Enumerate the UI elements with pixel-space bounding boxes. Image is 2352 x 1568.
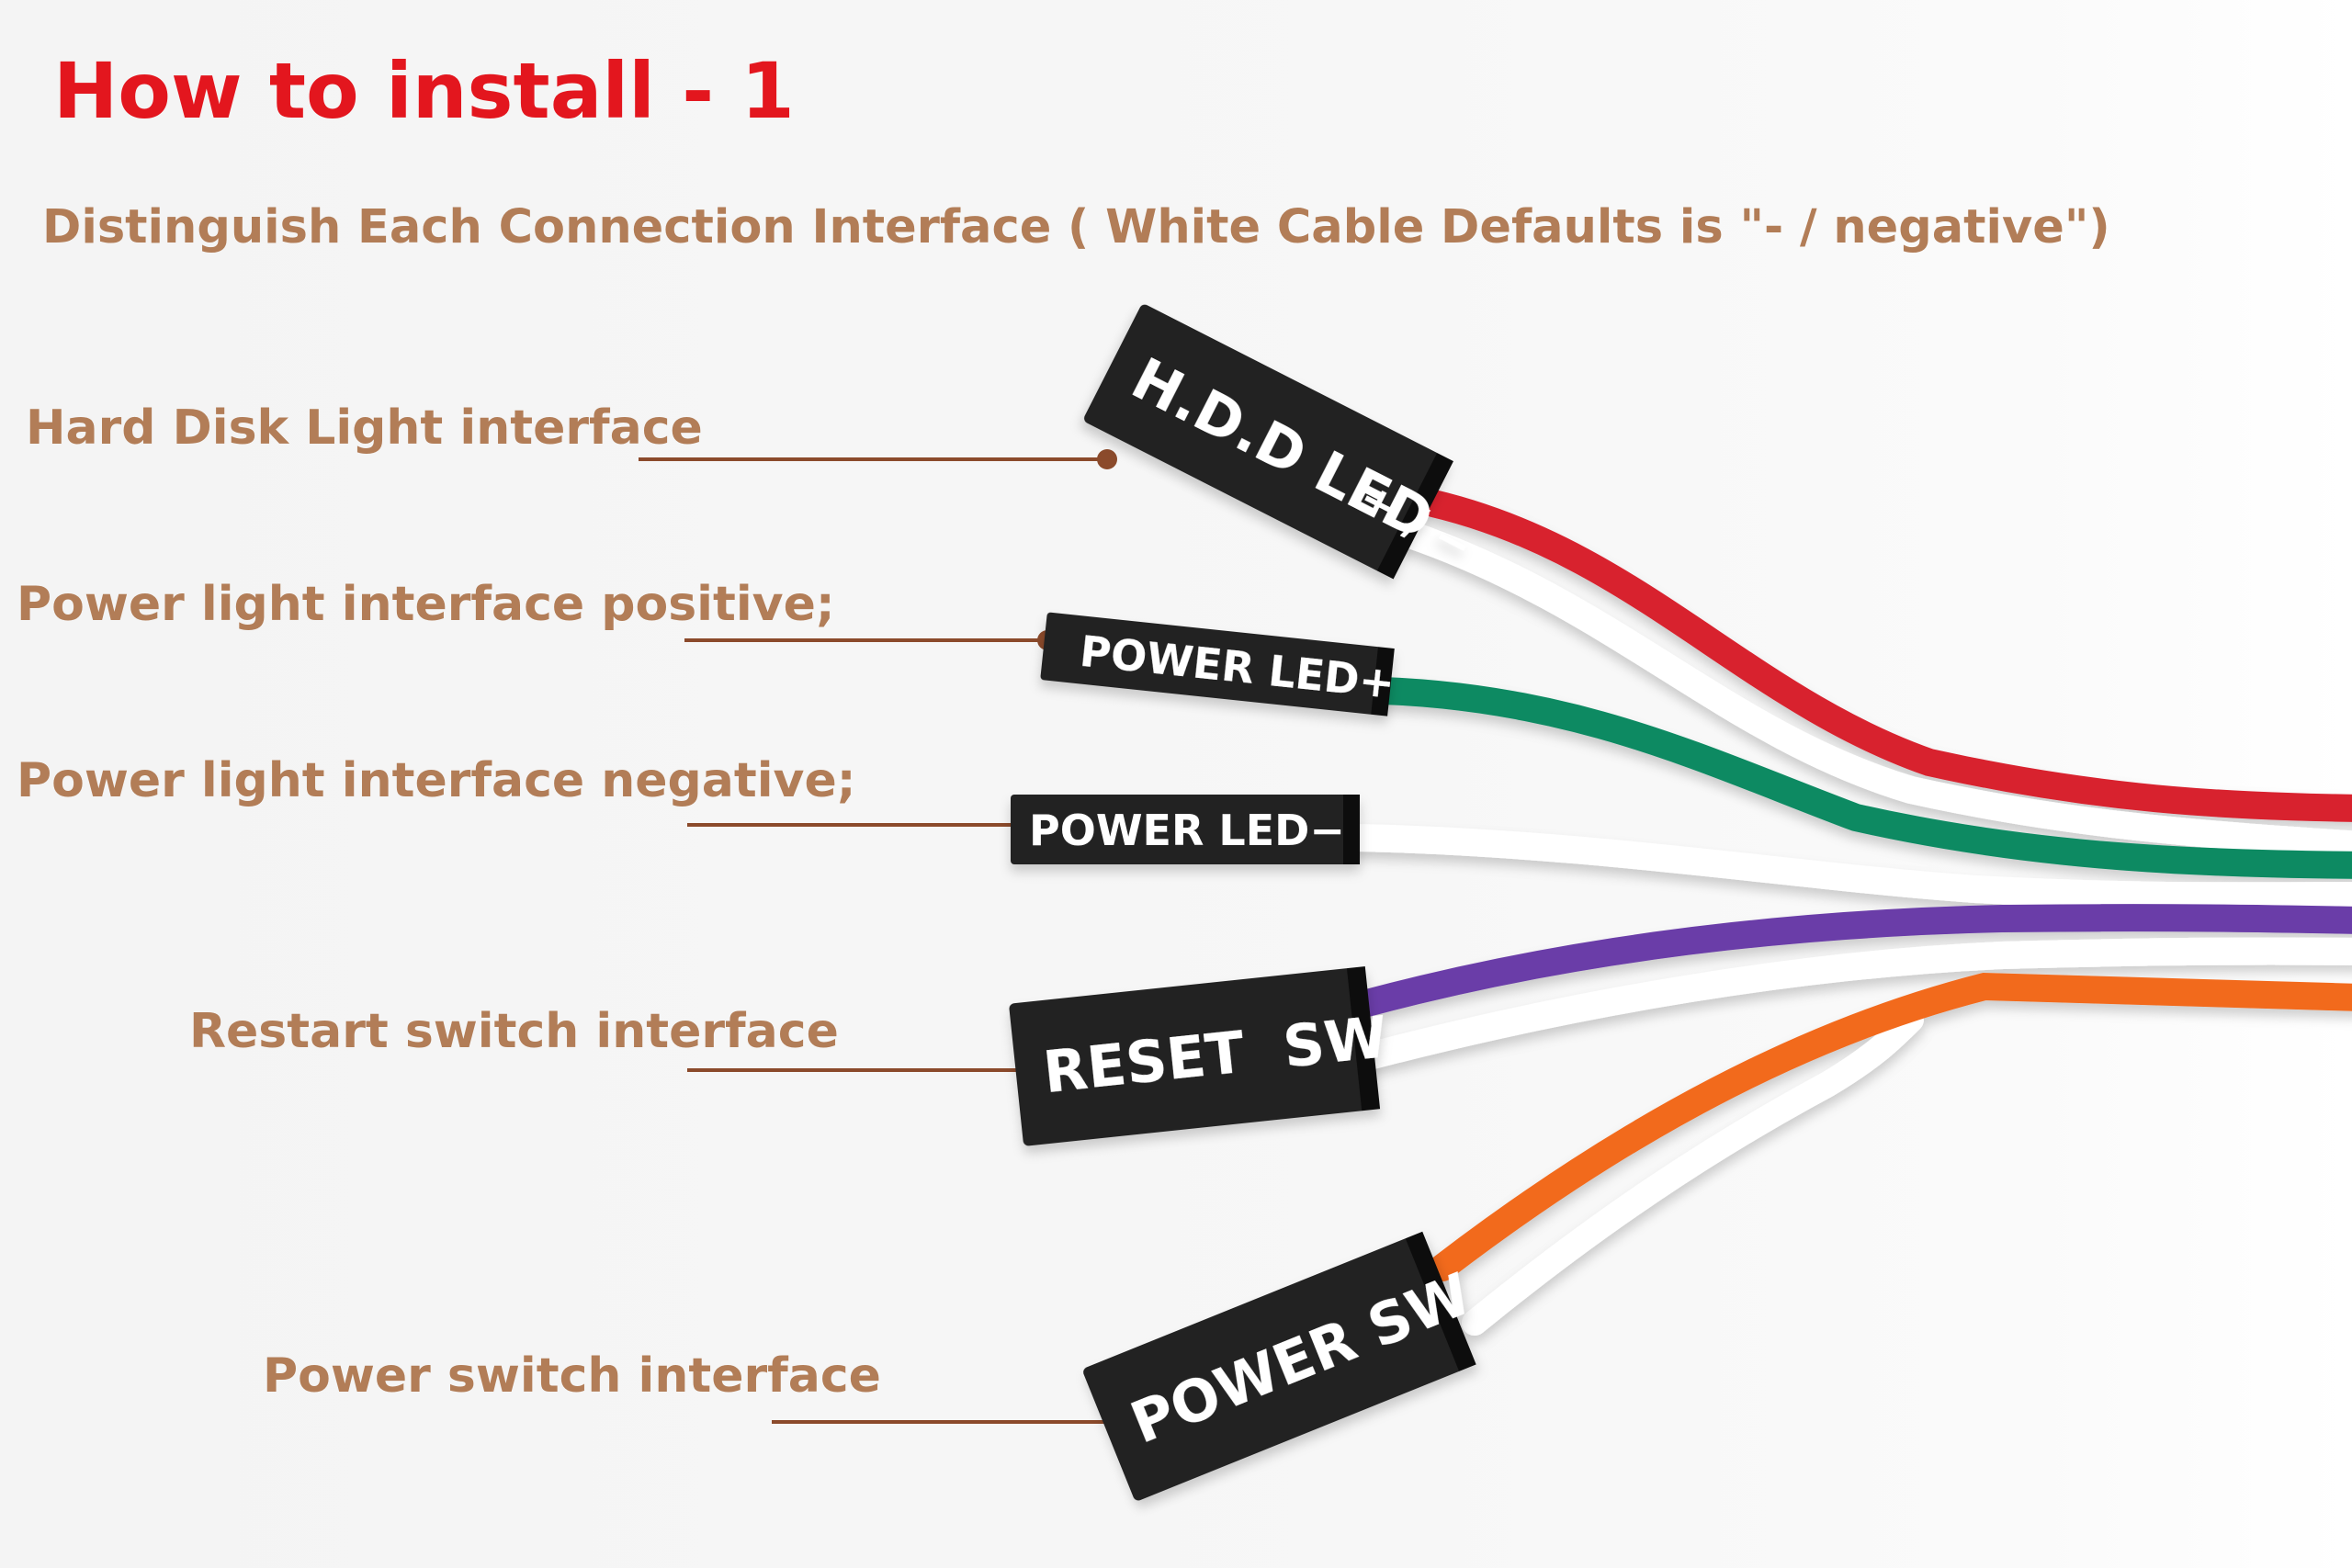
leader-hdd xyxy=(639,449,1117,469)
label-power-switch: Power switch interface xyxy=(263,1348,881,1404)
label-hard-disk-light: Hard Disk Light interface xyxy=(26,400,703,456)
power-sw-connector: POWER SW xyxy=(1083,1231,1480,1501)
reset-sw-connector: RESET SW xyxy=(1009,966,1390,1146)
leader-power-sw xyxy=(772,1412,1149,1432)
leader-reset xyxy=(687,1060,1057,1080)
hdd-white-wire xyxy=(1396,521,2352,859)
page-subtitle: Distinguish Each Connection Interface ( … xyxy=(42,200,2110,254)
page-title: How to install - 1 xyxy=(53,46,795,136)
power-sw-white-wire xyxy=(1462,1007,1924,1336)
hdd-red-wire xyxy=(1419,490,2352,822)
power-led-neg-white-wire xyxy=(1344,824,2352,910)
label-restart-switch: Restart switch interface xyxy=(189,1004,839,1059)
power-sw-orange-wire xyxy=(1429,972,2352,1281)
power-led-neg-connector: POWER LED− xyxy=(1011,795,1360,864)
reset-purple-wire xyxy=(1353,904,2352,1017)
label-power-light-positive: Power light interface positive; xyxy=(17,577,835,632)
power-led-pos-connector: POWER LED+ xyxy=(1040,612,1397,716)
power-led-pos-green-wire xyxy=(1369,677,2352,879)
hdd-led-connector: H.D.D LED + / − xyxy=(1084,304,1481,580)
wire-bundle xyxy=(1344,490,2352,1336)
power-led-neg-connector-label: POWER LED− xyxy=(1029,806,1345,855)
label-power-light-negative: Power light interface negative; xyxy=(17,753,856,808)
leader-power-led-pos xyxy=(684,630,1057,650)
leader-power-led-neg xyxy=(687,815,1057,835)
reset-white-wire xyxy=(1355,937,2352,1070)
